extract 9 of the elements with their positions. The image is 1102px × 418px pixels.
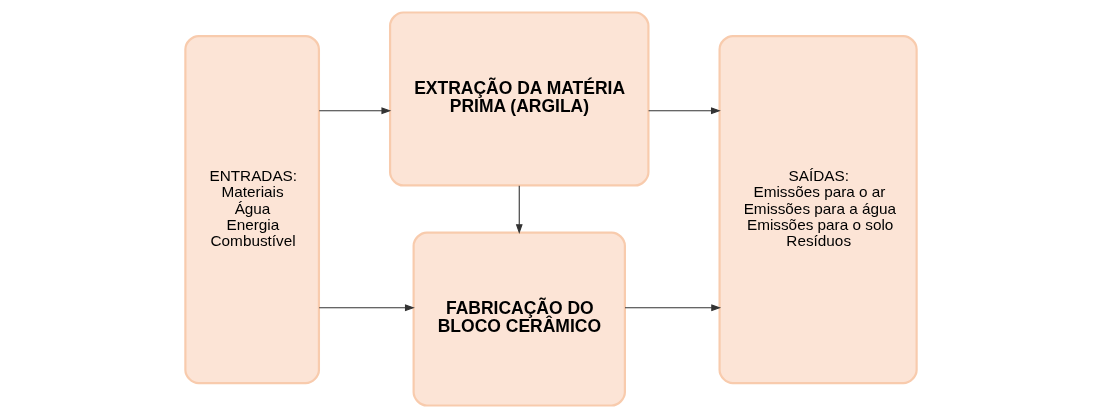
arrow: [318, 107, 392, 115]
arrow: [515, 185, 523, 235]
arrow: [318, 304, 415, 312]
node-box: EXTRAÇÃO DA MATÉRIA PRIMA (ARGILA): [389, 11, 650, 187]
arrow: [648, 107, 721, 115]
node-box: FABRICAÇÃO DO BLOCO CERÂMICO: [412, 231, 626, 407]
node-box: SAÍDAS: Emissões para o ar Emissões para a água Emissões para o solo Resíduos: [718, 34, 918, 385]
arrow: [624, 304, 722, 312]
node-box: ENTRADAS: Materiais Água Energia Combustível: [184, 34, 321, 385]
